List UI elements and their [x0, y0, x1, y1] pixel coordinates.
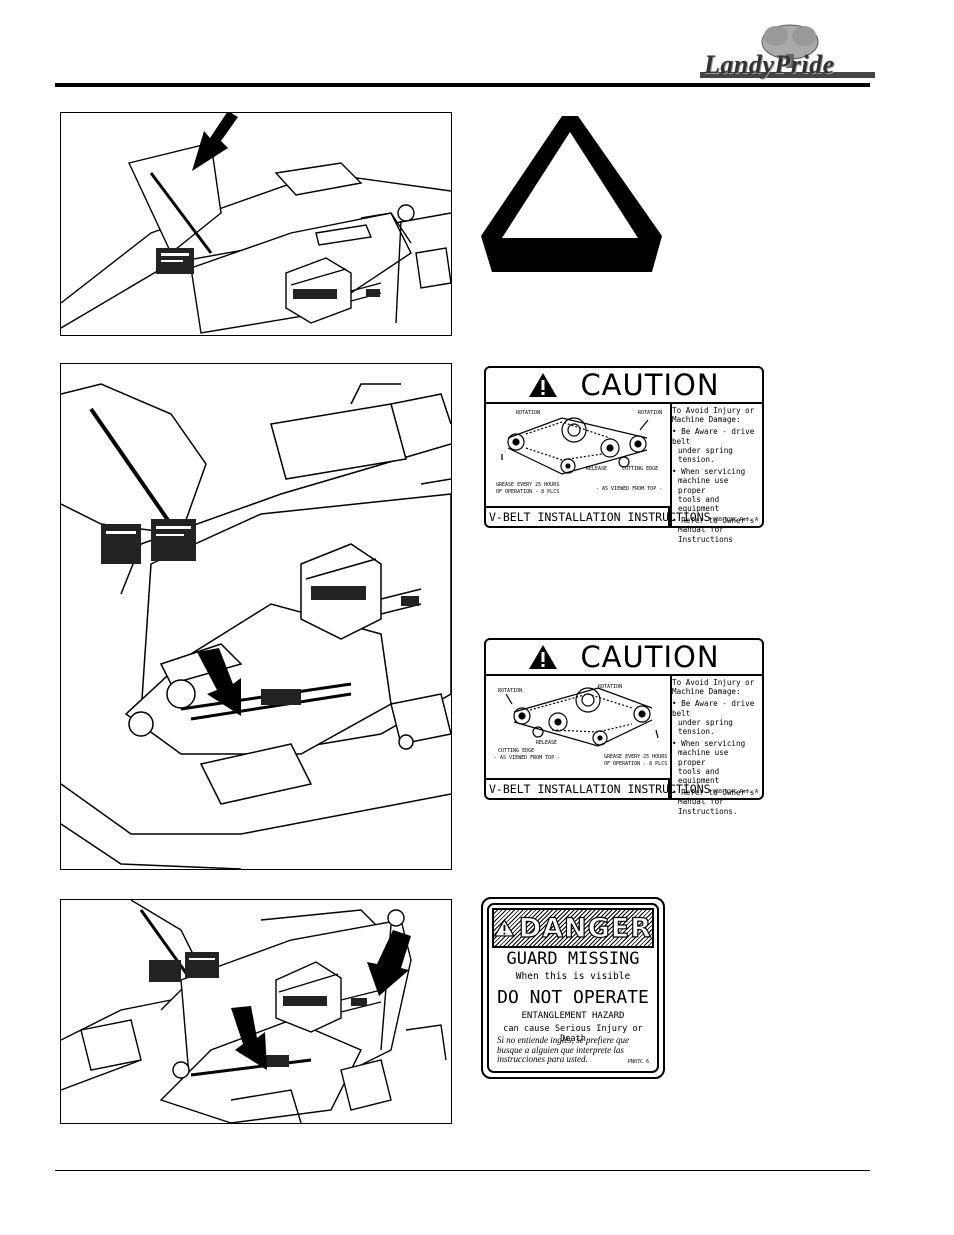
warning-triangle-icon [494, 918, 515, 937]
label-grease-1: GREASE EVERY 25 HOURS [604, 754, 668, 760]
instruction-line: • Be Aware - drive belt [672, 699, 755, 718]
instruction-line: • Refer to Owner's [672, 788, 755, 798]
danger-decal-guard-missing: DANGER GUARD MISSING When this is visibl… [481, 897, 665, 1079]
figure-bottom-mower-deck [60, 899, 452, 1124]
instruction-line: under spring tension. [678, 445, 733, 465]
label-grease-2: OF OPERATION - 8 PLCS [496, 489, 560, 495]
pointer-arrow-icon [192, 113, 238, 171]
guard-missing-text: GUARD MISSING [506, 949, 640, 969]
part-number: PN07C 6 [627, 1059, 649, 1065]
instruction-line: • When servicing [672, 467, 746, 477]
warning-triangle-icon [529, 645, 558, 669]
spanish-notice-text: Si no entiende inglés, se prefiere que b… [497, 1035, 630, 1064]
footer-rule [55, 1170, 870, 1171]
pointer-arrow-icon [231, 1006, 267, 1070]
danger-border: DANGER GUARD MISSING When this is visibl… [487, 903, 659, 1073]
danger-header: DANGER [492, 908, 654, 948]
logo-text: LandyPride [704, 50, 835, 79]
label-rotation-right: ROTATION [638, 410, 663, 416]
instruction-line: Manual for Instructions. [678, 797, 738, 816]
instruction-line: To Avoid Injury or [672, 678, 755, 687]
pointer-arrow-icon [367, 930, 411, 996]
instruction-line: tools and equipment [678, 494, 720, 514]
do-not-operate-text: DO NOT OPERATE [497, 987, 649, 1008]
label-cutting-edge: CUTTING EDGE [498, 748, 535, 754]
serious-injury-text: can cause Serious Injury or Death [503, 1024, 643, 1044]
danger-heading: DANGER [518, 912, 652, 944]
label-rotation-right: ROTATION [598, 684, 623, 690]
instruction-line: tools and equipment [678, 766, 720, 786]
figure-top-mower-deck [60, 112, 452, 336]
landpride-logo: LandyPride [700, 20, 875, 82]
instruction-line: Machine Damage: [672, 687, 741, 697]
caution-instructions: To Avoid Injury or Machine Damage: • Be … [672, 678, 760, 816]
label-rotation-left: ROTATION [498, 688, 523, 694]
label-grease-1: GREASE EVERY 25 HOURS [496, 482, 560, 488]
instruction-line: under spring tension. [678, 717, 733, 737]
header-rule [55, 83, 870, 87]
belt-routing-diagram [501, 417, 649, 475]
label-release: RELEASE [536, 740, 558, 746]
label-viewed-from-top: - AS VIEWED FROM TOP - [494, 755, 561, 761]
instruction-line: Manual for Instructions [678, 525, 733, 544]
caution-header: CAUTION [486, 368, 762, 404]
label-grease-2: OF OPERATION - 8 PLCS [604, 761, 668, 767]
part-number: 888-028C Rev. A [712, 517, 758, 523]
tree-icon [700, 24, 875, 78]
vbelt-footer: V-BELT INSTALLATION INSTRUCTIONS [486, 778, 711, 798]
warning-triangle-icon [529, 373, 558, 397]
caution-instructions: To Avoid Injury or Machine Damage: • Be … [672, 406, 760, 544]
caution-header: CAUTION [486, 640, 762, 676]
label-cutting-edge: CUTTING EDGE [622, 466, 659, 472]
pointer-arrow-icon [197, 648, 241, 716]
caution-heading: CAUTION [580, 640, 720, 674]
instruction-line: machine use proper [678, 476, 729, 495]
label-release: RELEASE [586, 466, 608, 472]
when-visible-text: When this is visible [515, 971, 631, 982]
instruction-line: • Be Aware - drive belt [672, 427, 755, 446]
label-rotation-left: ROTATION [516, 410, 541, 416]
entanglement-hazard-text: ENTANGLEMENT HAZARD [521, 1011, 625, 1021]
instruction-line: machine use proper [678, 748, 729, 767]
belt-routing-diagram [505, 687, 659, 747]
label-viewed-from-top: - AS VIEWED FROM TOP - [596, 486, 663, 492]
instruction-line: Machine Damage: [672, 415, 741, 425]
figure-middle-mower-deck [60, 363, 452, 870]
decal-divider [670, 402, 672, 526]
caution-heading: CAUTION [580, 368, 720, 402]
slow-moving-vehicle-triangle-icon [481, 116, 662, 272]
instruction-line: • When servicing [672, 739, 746, 749]
caution-decal-vbelt-1: CAUTION ROTATION ROTATION RELEASE CUTTIN… [484, 366, 764, 544]
part-number: 888-024C Rev. A [712, 789, 758, 795]
vbelt-footer: V-BELT INSTALLATION INSTRUCTIONS [486, 506, 711, 526]
instruction-line: To Avoid Injury or [672, 406, 755, 415]
instruction-line: • Refer to Owner's [672, 516, 755, 526]
caution-decal-vbelt-2: CAUTION ROTATION ROTATION RELEASE CUTTIN… [484, 638, 764, 816]
decal-divider [670, 674, 672, 798]
